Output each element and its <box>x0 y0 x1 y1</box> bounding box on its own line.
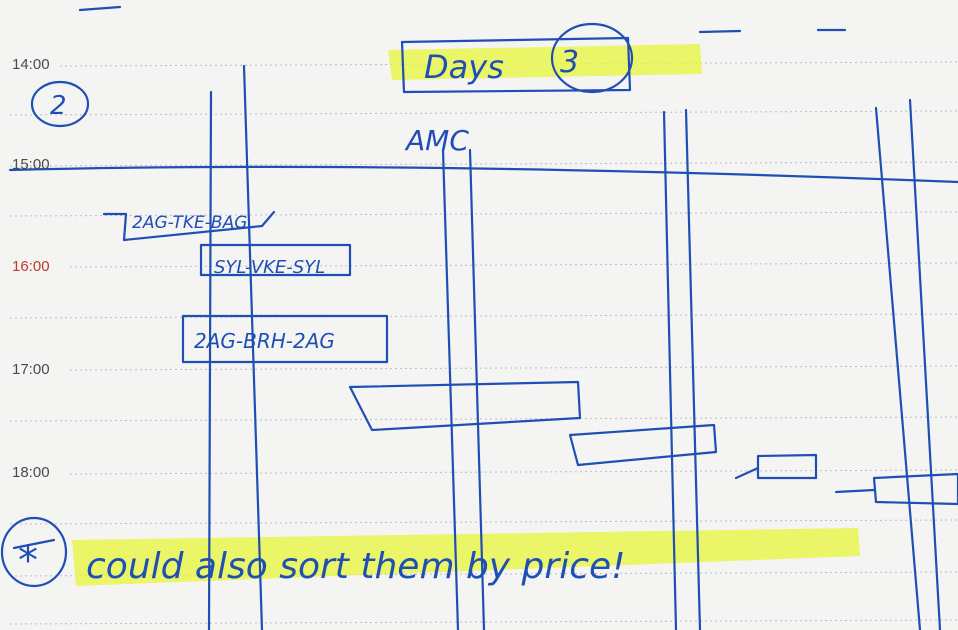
ink-dash <box>698 29 742 34</box>
timeline-line <box>8 165 958 184</box>
flight-block-box <box>102 210 276 242</box>
flight-block-box <box>181 314 389 364</box>
column-line <box>908 98 942 630</box>
column-line <box>662 110 678 630</box>
time-label: 15:00 <box>12 156 50 173</box>
flight-block-box <box>872 472 958 506</box>
flight-block-box <box>348 380 582 432</box>
column-line <box>874 106 922 630</box>
note-highlight <box>72 528 860 586</box>
corner-mark: 2 <box>50 91 67 121</box>
flight-block-box <box>568 423 718 467</box>
corner-circle <box>30 80 90 128</box>
flight-block-box <box>199 243 352 277</box>
time-label-current: 16:00 <box>12 258 50 275</box>
ruled-lines <box>9 61 958 625</box>
ink-dash <box>12 538 56 550</box>
title-count-circle <box>550 22 634 94</box>
column-line <box>242 64 264 630</box>
column-line <box>684 108 702 630</box>
title-highlight <box>388 44 702 80</box>
column-line <box>468 148 486 630</box>
time-label: 18:00 <box>12 464 50 481</box>
flight-block-label: 2AG-BRH-2AG <box>194 329 335 353</box>
title-count: 3 <box>560 45 579 80</box>
flight-block-box <box>756 453 818 480</box>
note-mark-circle <box>0 516 68 588</box>
handwritten-note: could also sort them by price! <box>86 546 626 587</box>
flight-block-label: SYL-VKE-SYL <box>214 257 325 278</box>
title-text: Days <box>424 48 504 86</box>
time-label: 17:00 <box>12 361 50 378</box>
ink-dash <box>78 5 122 12</box>
ink-dash <box>834 488 876 494</box>
ink-dash <box>734 466 760 480</box>
flight-block-label: 2AG-TKE-BAG <box>132 213 247 233</box>
note-mark: * <box>18 538 38 584</box>
title-box <box>400 36 632 94</box>
column-line <box>441 148 460 630</box>
time-label: 14:00 <box>12 56 50 73</box>
airport-label: AMC <box>404 124 469 157</box>
